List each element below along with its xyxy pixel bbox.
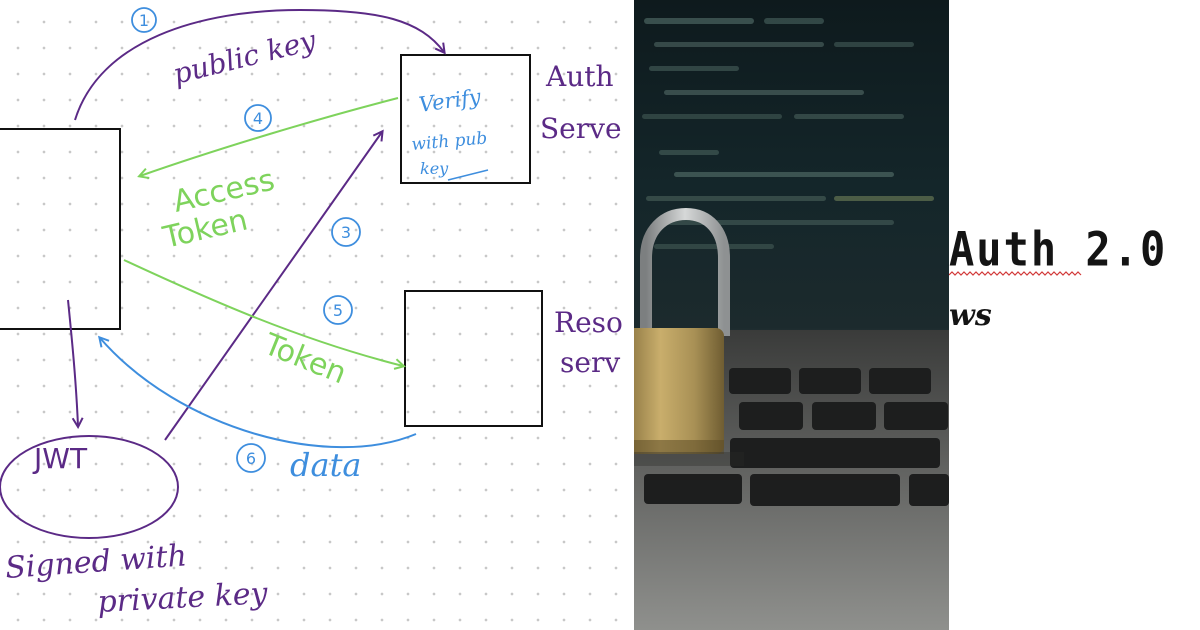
- step-5-label: 5: [333, 301, 343, 320]
- arrow-public-key: [74, 8, 444, 121]
- resource-server-label-line1: Reso: [554, 306, 623, 339]
- data-label: data: [290, 446, 362, 484]
- access-token-label-line2: Token: [159, 202, 251, 256]
- verify-label-line2: with pub: [411, 128, 488, 155]
- step-3-label: 3: [341, 223, 351, 242]
- photo-svg: [634, 18, 949, 630]
- jwt-label: JWT: [32, 442, 88, 475]
- screen-code-lines: [642, 18, 934, 249]
- step-6-label: 6: [246, 449, 256, 468]
- page-title: Auth 2.0: [949, 222, 1168, 277]
- step-1-label: 1: [139, 11, 149, 30]
- signed-with-label: Signed with: [4, 538, 188, 586]
- jwt-ellipse: [0, 435, 179, 539]
- verify-label-line3: key: [420, 159, 449, 178]
- arrow-access-token: [140, 97, 399, 176]
- resource-server-box: [404, 290, 543, 427]
- auth-server-label-line2: Serve: [540, 112, 622, 145]
- arrow-client-to-jwt: [67, 299, 78, 426]
- resource-server-label-line2: serv: [560, 346, 620, 379]
- step-3-marker: 3: [331, 217, 361, 247]
- private-key-label: private key: [97, 576, 270, 620]
- page-subtitle: ws: [949, 298, 992, 333]
- client-box: [0, 128, 121, 330]
- verify-underline: [447, 169, 489, 181]
- spellcheck-squiggle: [949, 271, 1082, 276]
- arrow-token: [123, 259, 403, 366]
- oauth-flow-diagram: 1 4 3 5 6 public key Verify with pub: [0, 0, 634, 630]
- auth-server-box: [400, 54, 531, 184]
- public-key-label: public key: [170, 23, 321, 91]
- verify-label-line1: Verify: [417, 84, 483, 117]
- arrow-jwt-to-auth: [164, 132, 382, 441]
- step-6-marker: 6: [236, 443, 266, 473]
- keyboard-keys: [644, 368, 949, 506]
- step-4-label: 4: [253, 109, 263, 128]
- padlock-keyboard-photo: [634, 0, 949, 630]
- padlock-body: [634, 328, 724, 454]
- step-5-marker: 5: [323, 295, 353, 325]
- title-panel: Auth 2.0 ws: [949, 0, 1200, 630]
- auth-server-label-line1: Auth: [545, 60, 614, 93]
- padlock-shadow: [634, 452, 744, 466]
- arrow-data: [100, 338, 417, 449]
- step-1-marker: 1: [131, 7, 157, 33]
- diagram-svg: 1 4 3 5 6 public key Verify with pub: [0, 7, 623, 620]
- padlock-shackle: [640, 207, 730, 336]
- step-4-marker: 4: [244, 104, 272, 132]
